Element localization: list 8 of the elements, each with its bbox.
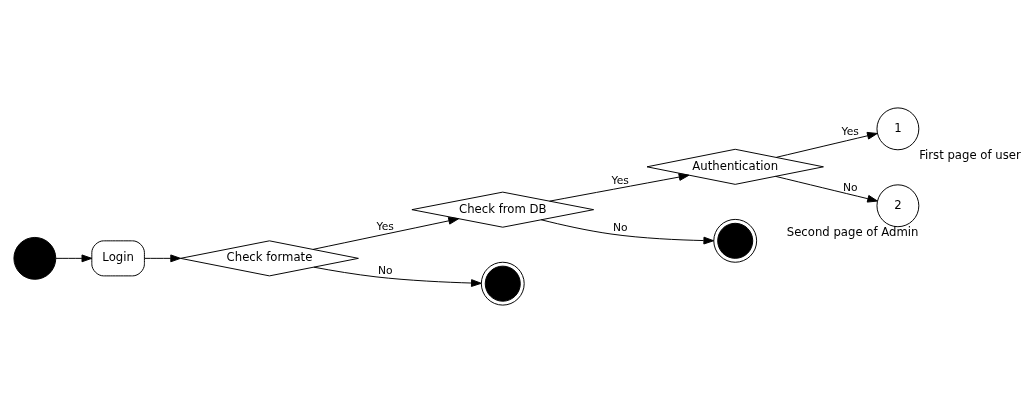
- node-label: First page of user: [919, 147, 1021, 162]
- edge-label: Yes: [376, 219, 394, 233]
- edge-label: No: [612, 220, 628, 234]
- node-label: Second page of Admin: [786, 224, 919, 239]
- edge-label: No: [377, 263, 393, 277]
- edge-label: Yes: [611, 173, 629, 187]
- edge-label: No: [842, 180, 858, 194]
- edge-label: Yes: [841, 124, 859, 138]
